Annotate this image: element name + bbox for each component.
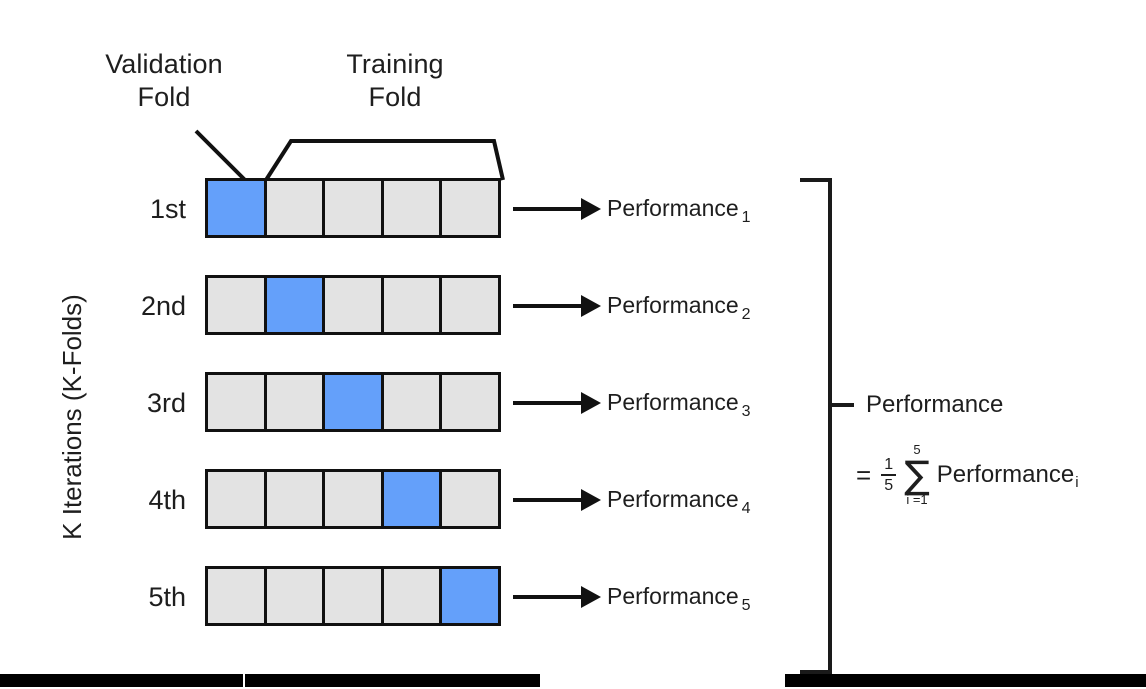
result-arrow-1 — [513, 198, 601, 220]
validation-fold-pointer-line — [194, 129, 247, 182]
fold-strip-row-3 — [205, 372, 501, 432]
fold-cell-r3c2[interactable] — [266, 375, 326, 429]
training-fold-caption: Training Fold — [346, 49, 444, 112]
aggregation-bracket — [800, 178, 832, 674]
arrow-line-2 — [513, 304, 581, 308]
validation-fold-caption: Validation Fold — [105, 49, 223, 112]
result-arrow-4 — [513, 489, 601, 511]
one-fifth-fraction: 1 5 — [881, 456, 897, 494]
summation-term: Performancei — [936, 461, 1079, 491]
arrow-head-4 — [581, 489, 601, 511]
performance-text-5: Performance — [607, 583, 739, 609]
training-fold-brace — [264, 139, 505, 182]
result-arrow-5 — [513, 586, 601, 608]
fold-cell-r2c5[interactable] — [442, 278, 498, 332]
fold-strip-row-4 — [205, 469, 501, 529]
fraction-bar — [881, 474, 897, 476]
fold-cell-r1c3[interactable] — [325, 181, 384, 235]
fold-cell-r1c1[interactable] — [208, 181, 267, 235]
fold-cell-r1c5[interactable] — [442, 181, 498, 235]
fold-cell-r4c2[interactable] — [266, 472, 326, 526]
summation-term-sub: i — [1075, 474, 1079, 491]
fold-strip-row-5 — [205, 566, 501, 626]
fold-cell-r5c3[interactable] — [325, 569, 384, 623]
fold-cell-r2c2[interactable] — [266, 278, 326, 332]
aggregation-bracket-tick — [832, 403, 854, 407]
arrow-head-3 — [581, 392, 601, 414]
row-label-2nd: 2nd — [140, 291, 186, 321]
fold-cell-r4c1[interactable] — [208, 472, 267, 526]
sigma-icon: ∑ — [904, 453, 930, 497]
result-arrow-3 — [513, 392, 601, 414]
fold-cell-r3c5[interactable] — [442, 375, 498, 429]
y-axis-label: K Iterations (K-Folds) — [57, 294, 87, 540]
fold-cell-r4c3[interactable] — [325, 472, 384, 526]
fold-strip-row-2 — [205, 275, 501, 335]
fold-cell-r5c1[interactable] — [208, 569, 267, 623]
performance-sub-4: 4 — [741, 500, 751, 517]
arrow-head-2 — [581, 295, 601, 317]
bottom-bar-middle — [245, 674, 540, 687]
arrow-line-3 — [513, 401, 581, 405]
axis-label-container: K Iterations (K-Folds) — [55, 227, 89, 607]
mean-performance-formula: = 1 5 5 ∑ i =1 Performancei — [856, 443, 1079, 507]
performance-sub-2: 2 — [741, 306, 751, 323]
fold-cell-r5c5[interactable] — [442, 569, 498, 623]
performance-text-4: Performance — [607, 486, 739, 512]
arrow-line-4 — [513, 498, 581, 502]
row-label-1st: 1st — [149, 194, 186, 224]
sum-upper-limit: 5 — [913, 442, 921, 457]
sum-lower-limit: i =1 — [906, 492, 928, 507]
performance-text-2: Performance — [607, 292, 739, 318]
fold-cell-r5c2[interactable] — [266, 569, 326, 623]
row-label-5th: 5th — [148, 582, 186, 612]
fold-cell-r3c3[interactable] — [325, 375, 384, 429]
fraction-denominator: 5 — [884, 477, 894, 494]
fold-cell-r3c4[interactable] — [383, 375, 443, 429]
equals-sign: = — [856, 459, 872, 490]
performance-text-1: Performance — [607, 195, 739, 221]
fold-strip-row-1 — [205, 178, 501, 238]
fold-cell-r4c4[interactable] — [383, 472, 443, 526]
arrow-line-1 — [513, 207, 581, 211]
row-label-3rd: 3rd — [146, 388, 186, 418]
summary-performance-title: Performance — [866, 391, 1004, 418]
performance-text-3: Performance — [607, 389, 739, 415]
bottom-bar-left — [0, 674, 243, 687]
fold-cell-r2c3[interactable] — [325, 278, 384, 332]
arrow-head-5 — [581, 586, 601, 608]
result-arrow-2 — [513, 295, 601, 317]
summation-term-text: Performance — [936, 461, 1075, 488]
row-label-4th: 4th — [148, 485, 186, 515]
summation-operator: 5 ∑ i =1 — [904, 443, 930, 507]
fraction-numerator: 1 — [884, 456, 894, 473]
performance-sub-3: 3 — [741, 403, 751, 420]
fold-cell-r1c4[interactable] — [383, 181, 443, 235]
fold-cell-r4c5[interactable] — [442, 472, 498, 526]
fold-cell-r5c4[interactable] — [383, 569, 443, 623]
fold-cell-r2c1[interactable] — [208, 278, 267, 332]
fold-cell-r1c2[interactable] — [266, 181, 326, 235]
fold-cell-r2c4[interactable] — [383, 278, 443, 332]
fold-cell-r3c1[interactable] — [208, 375, 267, 429]
arrow-head-1 — [581, 198, 601, 220]
performance-sub-1: 1 — [741, 209, 751, 226]
performance-sub-5: 5 — [741, 597, 751, 614]
arrow-line-5 — [513, 595, 581, 599]
bottom-bar-right — [785, 674, 1146, 687]
